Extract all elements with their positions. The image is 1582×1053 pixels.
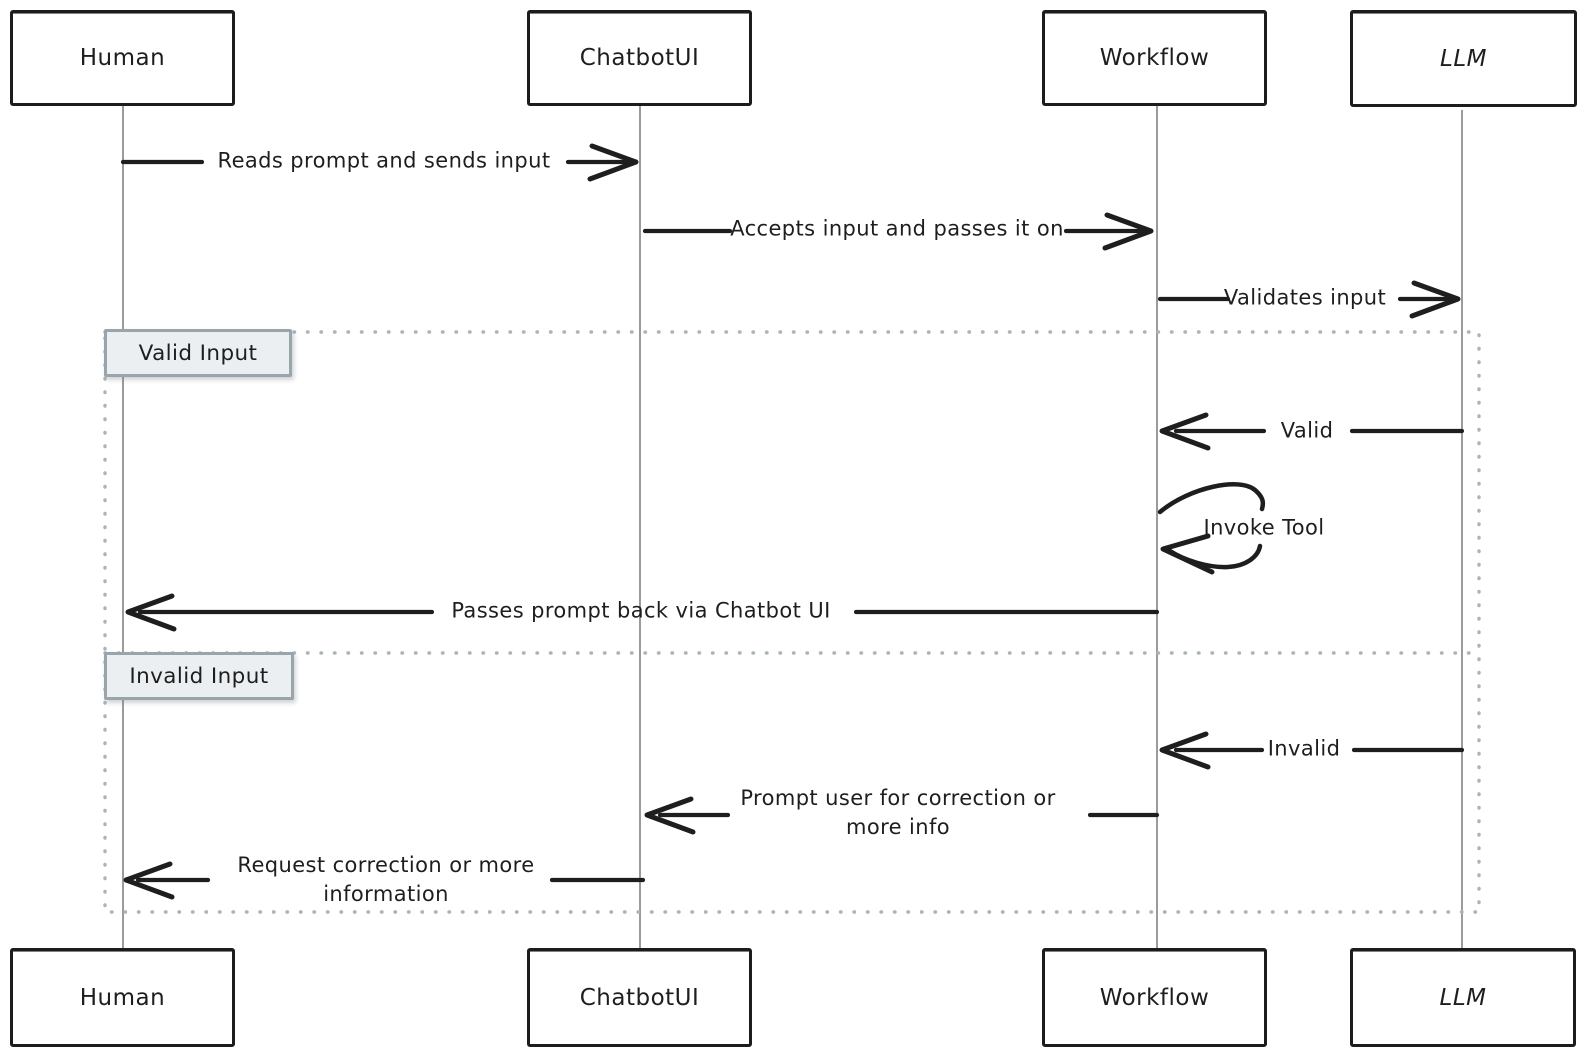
alt-frame-border xyxy=(103,330,1481,914)
actor-bottom-chatbotui: ChatbotUI xyxy=(527,948,752,1047)
arrow-invalid xyxy=(1159,731,1465,770)
actor-label: ChatbotUI xyxy=(579,45,700,71)
actor-label: Workflow xyxy=(1099,984,1210,1011)
actor-top-llm: LLM xyxy=(1350,10,1577,107)
lifelines xyxy=(122,106,1463,948)
message-label-prompt-user-correction: Prompt user for correction or more info xyxy=(740,786,1056,839)
actor-label: LLM xyxy=(1439,984,1487,1011)
arrowhead-right-icon xyxy=(1409,280,1461,319)
arrow-invoke-tool-loop xyxy=(1157,482,1266,575)
message-label-request-correction: Request correction or more information xyxy=(237,853,535,906)
message-label-passes-prompt-back: Passes prompt back via Chatbot UI xyxy=(451,598,831,623)
actor-bottom-human: Human xyxy=(10,948,235,1047)
arrowhead-right-icon xyxy=(1102,212,1154,251)
arrowhead-left-icon xyxy=(1160,533,1215,575)
arrowhead-left-icon xyxy=(1159,731,1211,770)
arrow-validates-input xyxy=(1157,280,1461,319)
arrowhead-left-icon xyxy=(1159,412,1211,451)
arrowhead-left-icon xyxy=(123,861,175,900)
message-label-reads-prompt: Reads prompt and sends input xyxy=(217,148,551,173)
actor-top-human: Human xyxy=(10,10,235,106)
message-label-invalid: Invalid xyxy=(1267,736,1341,761)
frame-label-valid-input: Valid Input xyxy=(104,329,292,377)
message-label-accepts-input: Accepts input and passes it on xyxy=(730,216,1064,241)
arrow-prompt-user-correction xyxy=(644,796,1160,835)
actor-top-chatbotui: ChatbotUI xyxy=(527,10,752,106)
actor-label: Human xyxy=(79,984,166,1011)
alt-frame xyxy=(103,330,1481,914)
actor-top-workflow: Workflow xyxy=(1042,10,1267,106)
arrow-passes-prompt-back xyxy=(125,593,1160,632)
arrow-request-correction xyxy=(123,861,646,900)
arrow-reads-prompt xyxy=(120,143,639,182)
message-label-valid: Valid xyxy=(1280,418,1334,443)
message-label-validates-input: Validates input xyxy=(1223,285,1387,310)
arrow-valid xyxy=(1159,412,1465,451)
message-arrows xyxy=(120,143,1465,900)
message-label-invoke-tool: Invoke Tool xyxy=(1203,515,1325,540)
actor-label: Human xyxy=(79,45,166,71)
arrowhead-left-icon xyxy=(125,593,177,632)
frame-label-invalid-input: Invalid Input xyxy=(104,652,294,700)
actor-bottom-llm: LLM xyxy=(1350,948,1576,1047)
arrowhead-left-icon xyxy=(644,796,696,835)
actor-label: Workflow xyxy=(1099,45,1210,71)
actor-label: ChatbotUI xyxy=(579,984,700,1011)
arrow-accepts-input xyxy=(642,212,1154,251)
actor-bottom-workflow: Workflow xyxy=(1042,948,1267,1047)
actor-label: LLM xyxy=(1440,45,1487,72)
arrowhead-right-icon xyxy=(587,143,639,182)
